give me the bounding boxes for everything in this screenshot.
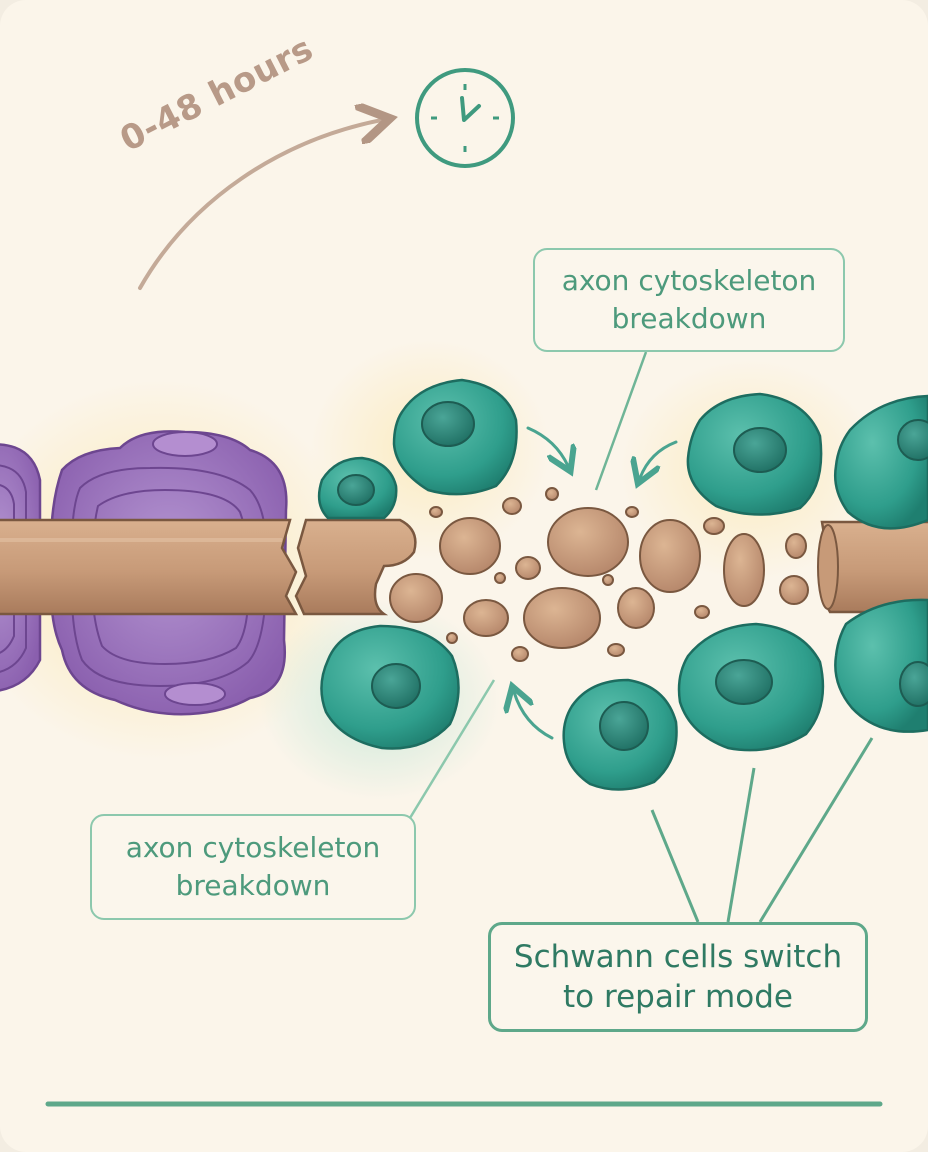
cytoskeleton-breakdown-label-top: axon cytoskeleton breakdown — [533, 248, 845, 352]
time-arrow — [138, 120, 382, 290]
schwann-cell — [320, 624, 460, 750]
schwann-cell — [677, 622, 825, 752]
axon-debris — [389, 487, 809, 662]
schwann-cell — [834, 394, 928, 530]
cytoskeleton-breakdown-label-left: axon cytoskeleton breakdown — [90, 814, 416, 920]
schwann-cell — [392, 378, 518, 496]
broken-axon-fragment — [294, 518, 417, 616]
schwann-cell — [834, 598, 928, 733]
top-callout-leader — [594, 351, 648, 491]
schwann-cell — [686, 392, 823, 516]
clock-icon — [415, 68, 515, 168]
schwann-callout-leader — [650, 809, 700, 923]
schwann-cell — [317, 456, 398, 520]
schwann-cell — [562, 678, 678, 791]
axon-cut-face — [817, 524, 839, 610]
schwann-callout-leader — [726, 767, 756, 923]
schwann-callout-leader — [758, 737, 874, 923]
left-callout-leader — [408, 679, 496, 819]
migration-arrows — [514, 426, 678, 740]
intact-axon-segment — [0, 518, 299, 616]
schwann-repair-mode-label: Schwann cells switch to repair mode — [488, 922, 868, 1032]
